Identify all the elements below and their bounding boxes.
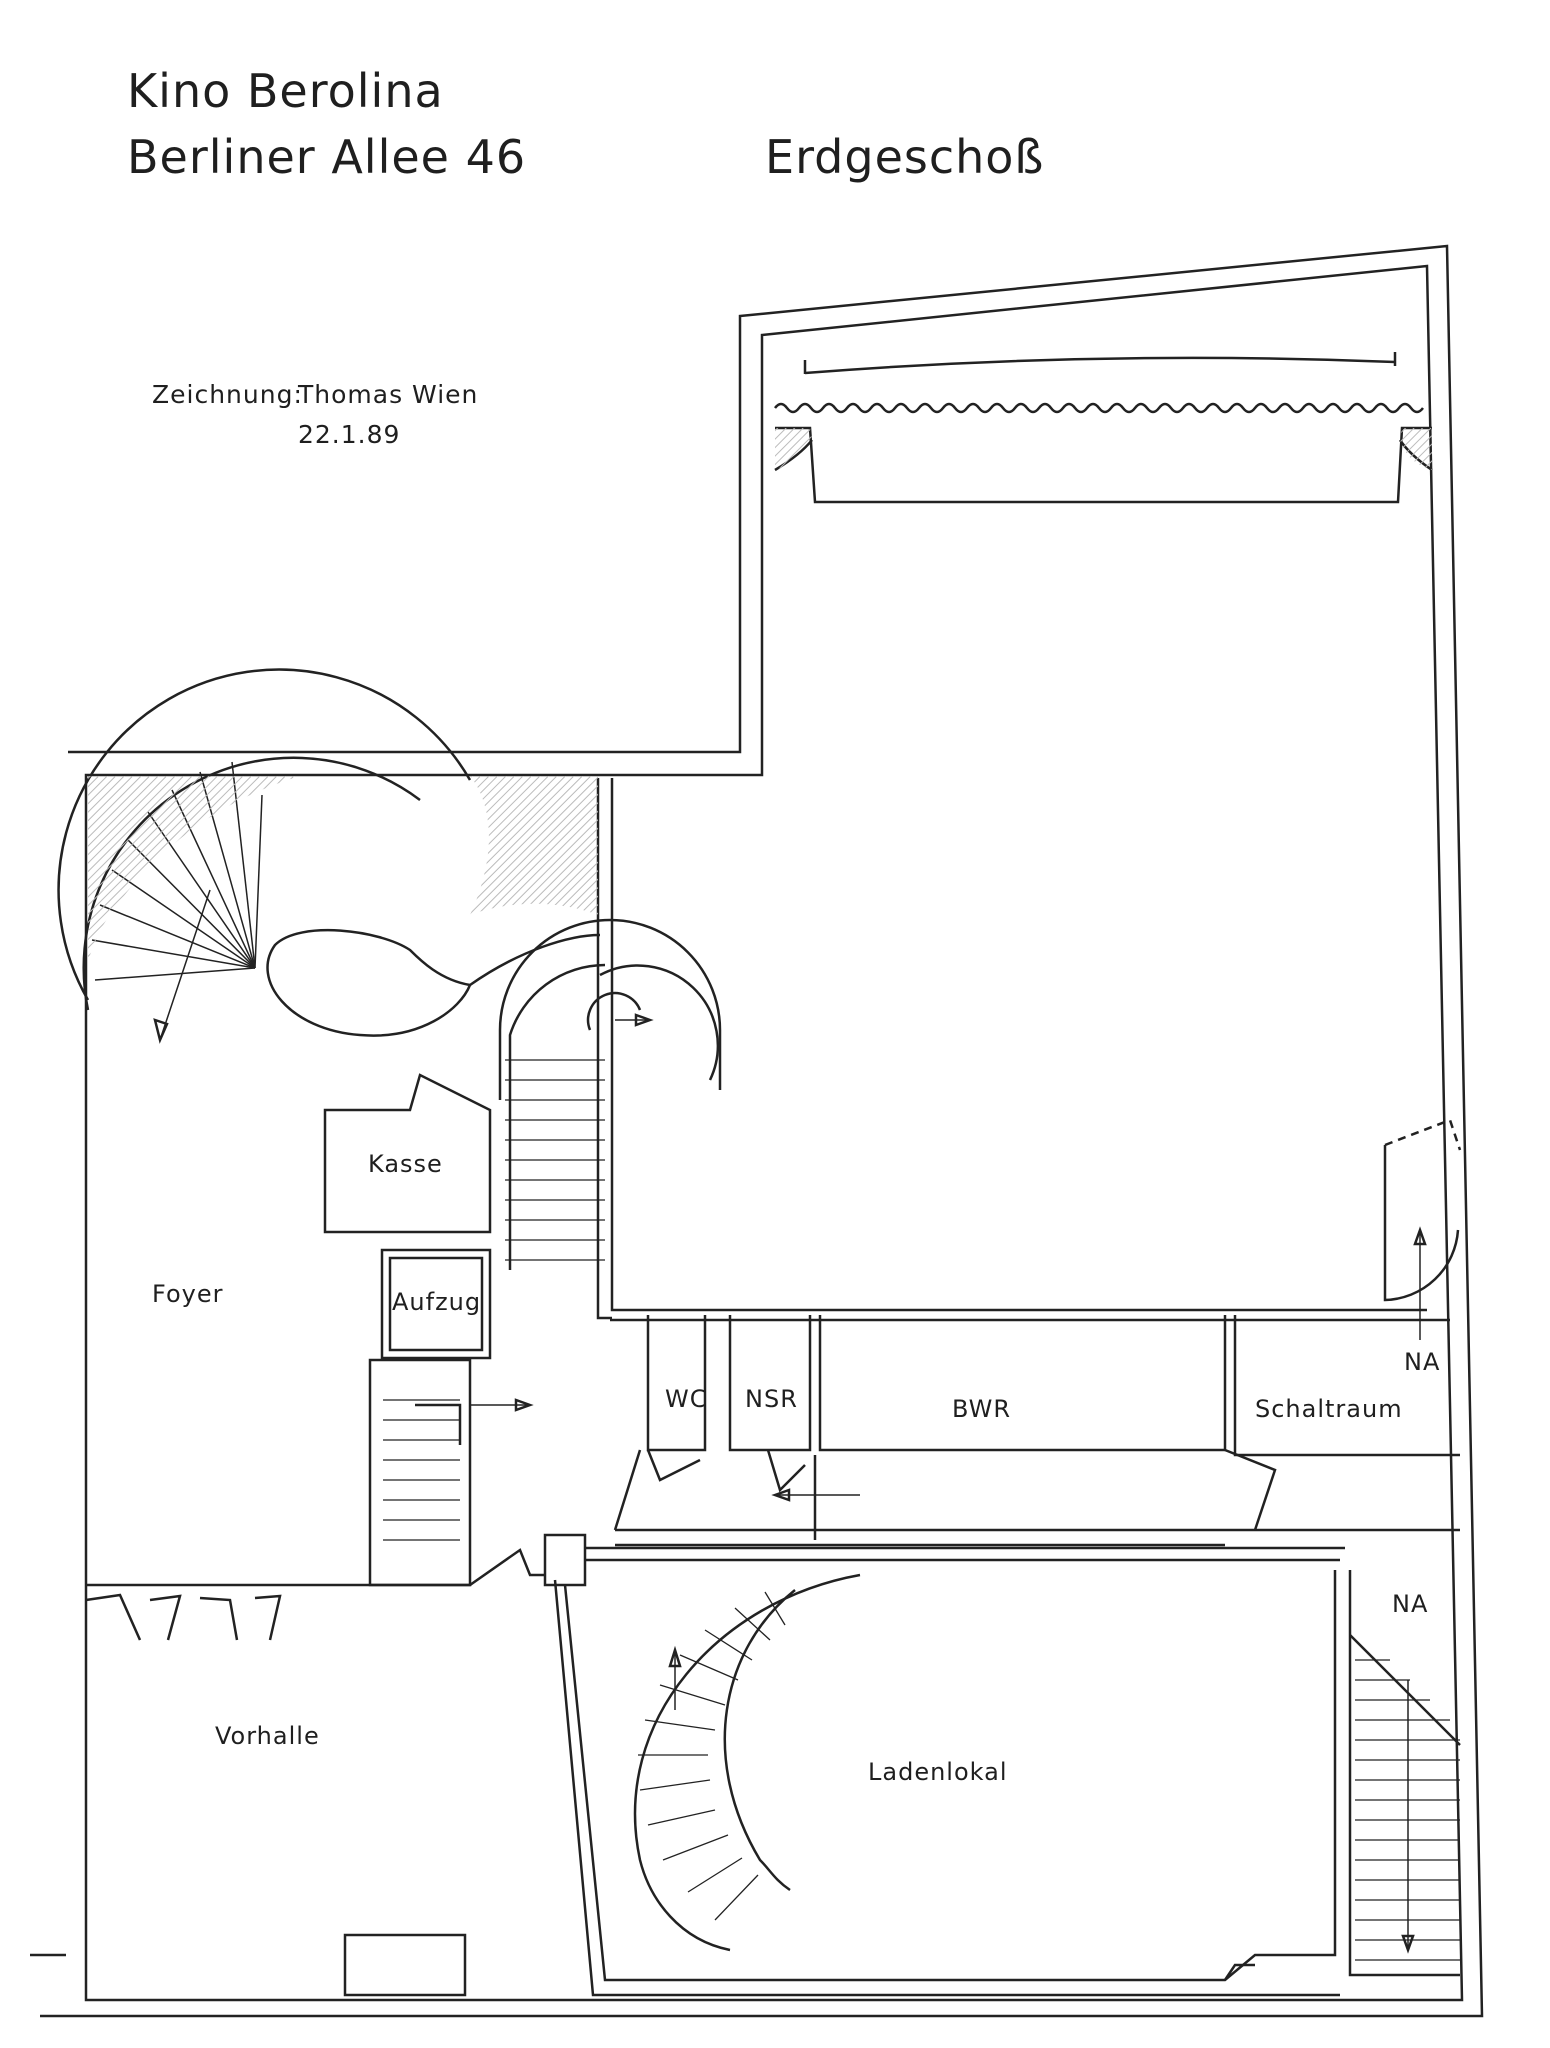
vorhalle-doors [85, 1593, 282, 1641]
label-nsr: NSR [745, 1385, 798, 1413]
label-ladenlokal: Ladenlokal [868, 1758, 1008, 1786]
spiral-stair-center [498, 918, 722, 1100]
title-line-1: Kino Berolina [127, 64, 444, 118]
label-foyer: Foyer [152, 1280, 224, 1308]
stage-front [775, 426, 1432, 504]
bwr-room [818, 1315, 1227, 1452]
label-vorhalle: Vorhalle [215, 1722, 320, 1750]
aufzug-shaft [380, 1248, 492, 1360]
floor-label: Erdgeschoß [765, 130, 1045, 184]
label-wc: WC [665, 1385, 708, 1413]
label-bwr: BWR [952, 1395, 1012, 1423]
drawing-author: Thomas Wien [298, 380, 479, 409]
na-upper-exit [1383, 1145, 1460, 1302]
vorhalle-box [343, 1933, 467, 1997]
nsr-room [728, 1315, 812, 1452]
schaltraum-room [1233, 1315, 1460, 1457]
na-lower-stair [1348, 1570, 1460, 1977]
stair-landing-ellipse [266, 929, 472, 1037]
auditorium-wall [610, 778, 1427, 1312]
curtain [774, 402, 1424, 414]
lower-left-stair [368, 1358, 472, 1587]
screen-line [804, 356, 1396, 375]
label-na-lower: NA [1392, 1590, 1429, 1618]
label-kasse: Kasse [368, 1150, 443, 1178]
spiral-stair-lower [633, 1573, 861, 1952]
wc-room [646, 1315, 707, 1452]
label-aufzug: Aufzug [392, 1288, 482, 1316]
inner-wall [84, 264, 1464, 2002]
label-schaltraum: Schaltraum [1255, 1395, 1403, 1423]
kasse-booth [323, 1073, 492, 1234]
drawing-credit: Zeichnung: [152, 380, 303, 409]
title-line-2: Berliner Allee 46 [127, 130, 527, 184]
outer-wall [40, 244, 1484, 2018]
drawing-date: 22.1.89 [298, 420, 401, 449]
ladenlokal-room [563, 1570, 1337, 1982]
label-na-upper: NA [1404, 1348, 1441, 1376]
